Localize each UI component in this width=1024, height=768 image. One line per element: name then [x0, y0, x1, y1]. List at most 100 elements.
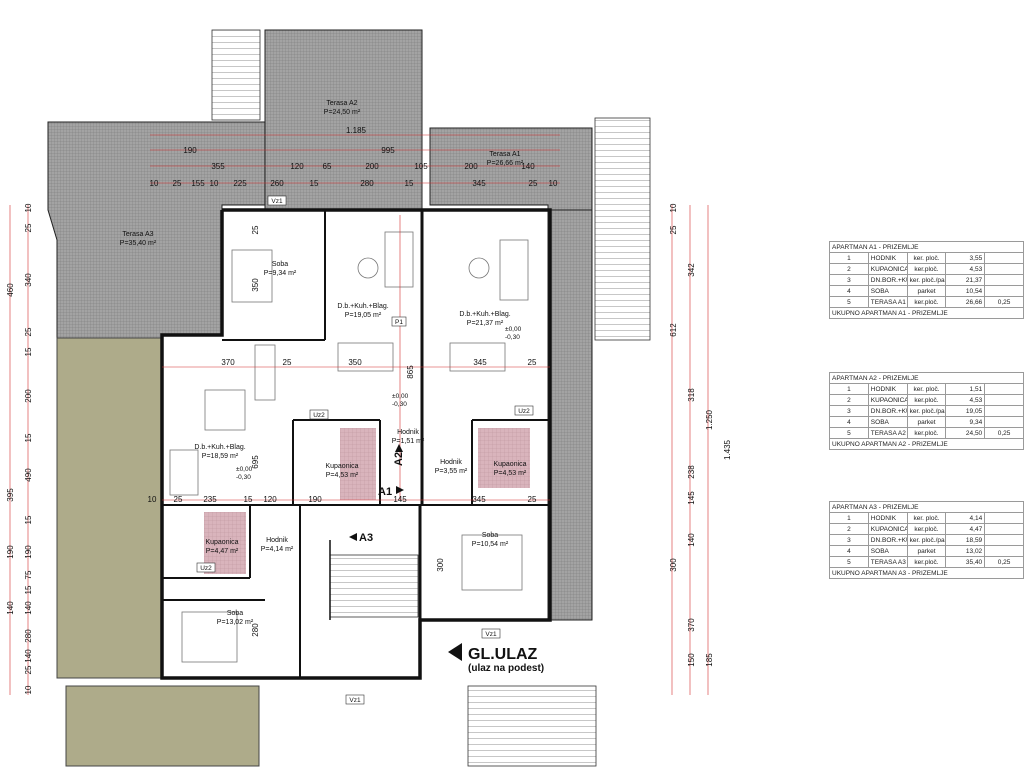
svg-text:120: 120: [263, 495, 277, 504]
room-name-terasa-a2: Terasa A2: [326, 100, 357, 107]
svg-text:370: 370: [221, 358, 235, 367]
room-area-hod-a3: P=4,14 m²: [261, 546, 294, 553]
bath-tile-a1: [478, 428, 530, 488]
svg-text:120: 120: [290, 162, 304, 171]
svg-text:25: 25: [528, 358, 537, 367]
svg-text:15: 15: [24, 433, 33, 442]
room-name-kup-a3: Kupaonica: [205, 539, 238, 546]
svg-text:105: 105: [414, 162, 428, 171]
room-labels: Terasa A2 P=24,50 m² Terasa A1 P=26,66 m…: [120, 100, 527, 626]
svg-text:155: 155: [191, 179, 205, 188]
svg-text:10: 10: [669, 203, 678, 212]
svg-text:15: 15: [244, 495, 253, 504]
svg-text:140: 140: [6, 601, 15, 615]
table-row: 3DN.BOR.+KUHINJA+BLAG.ker. ploč./par.21,…: [829, 274, 1024, 286]
svg-text:190: 190: [308, 495, 322, 504]
svg-text:200: 200: [24, 389, 33, 403]
svg-text:25: 25: [24, 327, 33, 336]
tags: Vz1 P1 Uz2 Uz2 Uz2 Vz1 Vz1: [196, 195, 534, 705]
svg-text:1.435: 1.435: [723, 439, 732, 460]
room-area-terasa-a2: P=24,50 m²: [324, 109, 361, 116]
room-name-db-a1: D.b.+Kuh.+Blag.: [459, 311, 510, 318]
svg-text:350: 350: [251, 278, 260, 292]
room-name-terasa-a1: Terasa A1: [489, 151, 520, 158]
room-area-db-a3: P=18,59 m²: [202, 453, 239, 460]
room-name-kup-a1: Kupaonica: [493, 461, 526, 468]
stair-left-top: [211, 29, 261, 121]
terrace-right: [547, 209, 593, 621]
svg-text:200: 200: [464, 162, 478, 171]
svg-text:345: 345: [472, 495, 486, 504]
stair-right: [594, 117, 651, 341]
table-title: APARTMAN A2 - PRIZEMLJE: [829, 372, 1024, 384]
svg-text:145: 145: [393, 495, 407, 504]
terrace-a1: [429, 127, 593, 211]
svg-text:280: 280: [24, 629, 33, 643]
room-area-kup-a2: P=4,53 m²: [326, 472, 359, 479]
room-area-kup-a3: P=4,47 m²: [206, 548, 239, 555]
svg-text:280: 280: [360, 179, 374, 188]
svg-text:-0,30: -0,30: [392, 401, 407, 408]
svg-text:612: 612: [669, 323, 678, 337]
svg-text:200: 200: [365, 162, 379, 171]
svg-text:370: 370: [687, 618, 696, 632]
apartment-labels: A1 A2 A3: [349, 444, 405, 544]
svg-text:190: 190: [24, 545, 33, 559]
terrace-a2: [264, 29, 423, 211]
svg-text:235: 235: [203, 495, 217, 504]
svg-text:140: 140: [521, 162, 535, 171]
svg-text:25: 25: [24, 665, 33, 674]
lawn-strip: [56, 337, 163, 679]
svg-text:190: 190: [6, 545, 15, 559]
svg-text:25: 25: [528, 495, 537, 504]
svg-text:65: 65: [323, 162, 332, 171]
svg-text:238: 238: [687, 465, 696, 479]
svg-text:Uz2: Uz2: [518, 408, 530, 415]
right-dimensions: 10 25 342 318 238 145 140 300 370 150 61…: [669, 203, 732, 667]
entrance-title: GL.ULAZ: [468, 646, 538, 663]
top-dimensions: 1.185 190 995 355 120 65 200 105 200 140…: [150, 126, 558, 188]
svg-text:10: 10: [150, 179, 159, 188]
svg-text:25: 25: [669, 225, 678, 234]
room-name-terasa-a3: Terasa A3: [122, 231, 153, 238]
svg-text:345: 345: [472, 179, 486, 188]
stair-entrance: [467, 685, 597, 767]
svg-text:342: 342: [687, 263, 696, 277]
room-area-db-a1: P=21,37 m²: [467, 320, 504, 327]
svg-text:300: 300: [436, 558, 445, 572]
svg-text:190: 190: [183, 146, 197, 155]
table-total: UKUPNO APARTMAN A1 - PRIZEMLJE: [829, 307, 1024, 319]
apt-label-a2: A2: [393, 452, 405, 466]
room-area-kup-a1: P=4,53 m²: [494, 470, 527, 477]
apt-label-a1: A1: [378, 486, 392, 498]
table-row: 3DN.BOR.+KUHINJA+BLAG.ker. ploč./par.19,…: [829, 405, 1024, 417]
svg-text:345: 345: [473, 358, 487, 367]
interior-dimensions: 370 25 350 345 25 865 350 300 695 10 25 …: [148, 225, 537, 637]
table-title: APARTMAN A1 - PRIZEMLJE: [829, 241, 1024, 253]
svg-text:395: 395: [6, 488, 15, 502]
apt-label-a3: A3: [359, 532, 373, 544]
svg-text:10: 10: [210, 179, 219, 188]
stair-main: [329, 554, 419, 618]
svg-text:P1: P1: [395, 319, 403, 326]
main-entrance: GL.ULAZ (ulaz na podest): [448, 643, 544, 674]
svg-text:260: 260: [270, 179, 284, 188]
room-name-db-a2: D.b.+Kuh.+Blag.: [337, 303, 388, 310]
svg-text:-0,30: -0,30: [236, 474, 251, 481]
svg-text:-0,30: -0,30: [505, 334, 520, 341]
svg-text:10: 10: [24, 685, 33, 694]
svg-text:695: 695: [251, 455, 260, 469]
svg-text:1.250: 1.250: [705, 409, 714, 430]
svg-text:Uz2: Uz2: [313, 412, 325, 419]
